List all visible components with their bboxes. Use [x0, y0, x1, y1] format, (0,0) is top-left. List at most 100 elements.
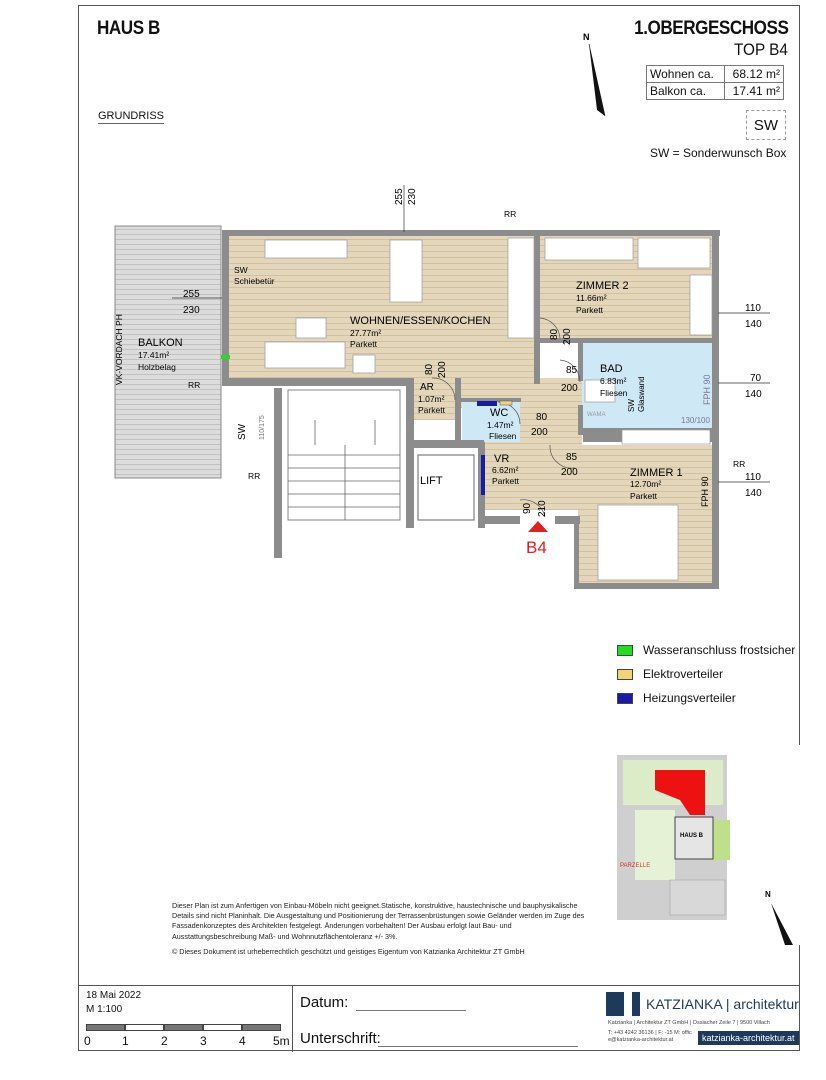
- svg-text:Glaswand: Glaswand: [637, 376, 646, 412]
- svg-text:Fliesen: Fliesen: [600, 388, 628, 398]
- legend-swatch: [617, 668, 633, 680]
- entry-label: B4: [526, 538, 547, 557]
- unit-title: TOP B4: [734, 40, 788, 59]
- svg-text:255: 255: [394, 188, 405, 205]
- svg-text:90: 90: [522, 502, 533, 514]
- dimension-lines: [172, 185, 770, 483]
- svg-text:FPH 90: FPH 90: [700, 476, 710, 507]
- room-name: ZIMMER 2: [576, 280, 629, 292]
- svg-text:Fliesen: Fliesen: [489, 431, 517, 441]
- signature-line[interactable]: [378, 1046, 578, 1047]
- svg-text:SW: SW: [234, 265, 248, 275]
- svg-text:85: 85: [566, 365, 578, 376]
- heating-distributor-marker: [477, 401, 497, 406]
- svg-text:11.66m²: 11.66m²: [576, 293, 607, 303]
- website-link[interactable]: katzianka-architektur.at: [698, 1031, 799, 1045]
- plan-type: GRUNDRISS: [98, 110, 165, 124]
- datum-label: Datum:: [300, 994, 349, 1011]
- svg-text:12.70m²: 12.70m²: [630, 479, 661, 489]
- legend-swatch: [617, 692, 633, 704]
- legend-item: Wasseranschluss frostsicher: [617, 643, 795, 657]
- svg-text:FPH 90: FPH 90: [702, 374, 712, 405]
- svg-text:RR: RR: [504, 209, 516, 219]
- svg-text:27.77m²: 27.77m²: [350, 328, 381, 338]
- room-vr: [485, 442, 580, 510]
- svg-text:6.62m²: 6.62m²: [492, 465, 519, 475]
- sw-box: SW: [746, 110, 786, 140]
- svg-text:RR: RR: [188, 380, 200, 390]
- legend-item: Heizungsverteiler: [617, 691, 736, 705]
- svg-text:PARZELLE: PARZELLE: [620, 863, 650, 869]
- electrical-distributor-marker: [499, 400, 513, 406]
- svg-text:RR: RR: [248, 471, 260, 481]
- svg-text:140: 140: [745, 389, 762, 400]
- svg-text:210: 210: [537, 500, 548, 517]
- building-title: HAUS B: [97, 18, 160, 39]
- room-name: VR: [494, 453, 509, 465]
- lift-shaft: [417, 454, 475, 521]
- svg-text:1.47m²: 1.47m²: [487, 420, 514, 430]
- furniture: [264, 237, 713, 581]
- svg-text:6.83m²: 6.83m²: [600, 376, 627, 386]
- datum-line[interactable]: [356, 1010, 466, 1011]
- balcony-area: [114, 225, 222, 479]
- svg-text:230: 230: [407, 188, 418, 205]
- svg-text:Parkett: Parkett: [350, 339, 378, 349]
- svg-text:SW: SW: [627, 399, 636, 412]
- legend-item: Elektroverteiler: [617, 667, 723, 681]
- svg-text:80: 80: [424, 363, 435, 375]
- room-name: BAD: [600, 363, 623, 375]
- svg-text:1.07m²: 1.07m²: [418, 394, 445, 404]
- svg-text:130/100: 130/100: [681, 416, 710, 425]
- floor-title: 1.OBERGESCHOSS: [633, 18, 789, 39]
- svg-text:N: N: [583, 32, 590, 42]
- area-row: Balkon ca.17.41 m²: [646, 82, 784, 100]
- room-name: BALKON: [138, 337, 183, 349]
- company-logo: [606, 992, 640, 1016]
- entry-arrow-icon: [528, 521, 548, 532]
- svg-text:WAMA: WAMA: [587, 412, 605, 418]
- walls: [222, 230, 720, 589]
- room-name: WC: [490, 407, 508, 419]
- svg-text:17.41m²: 17.41m²: [138, 350, 169, 360]
- svg-text:110: 110: [745, 303, 761, 314]
- legend-swatch: [617, 644, 633, 656]
- svg-text:Parkett: Parkett: [576, 305, 604, 315]
- divider: [292, 986, 293, 1052]
- room-name: LIFT: [420, 475, 443, 487]
- svg-text:80: 80: [549, 328, 560, 340]
- north-arrow-icon: N: [583, 32, 606, 117]
- svg-text:140: 140: [745, 319, 762, 330]
- svg-text:140: 140: [745, 488, 762, 499]
- footer: 18 Mai 2022 M 1:100 0 1 2 3 4 5m Datum: …: [78, 985, 800, 1052]
- svg-text:200: 200: [561, 383, 578, 394]
- site-map: HAUS B PARZELLE N: [615, 745, 800, 945]
- area-table: Wohnen ca.68.12 m² Balkon ca.17.41 m²: [646, 65, 784, 100]
- svg-text:110/175: 110/175: [259, 415, 266, 440]
- water-connection-marker: [221, 355, 230, 359]
- svg-text:VK-VORDACH PH: VK-VORDACH PH: [114, 314, 124, 385]
- room-name: WOHNEN/ESSEN/KOCHEN: [350, 315, 491, 327]
- svg-text:RR: RR: [733, 459, 745, 469]
- unit-highlight: [655, 770, 705, 815]
- svg-text:230: 230: [183, 305, 200, 316]
- svg-text:Holzbelag: Holzbelag: [138, 362, 176, 372]
- svg-text:85: 85: [566, 452, 578, 463]
- svg-text:200: 200: [437, 361, 448, 378]
- room-name: ZIMMER 1: [630, 467, 683, 479]
- svg-text:N: N: [765, 890, 771, 899]
- company-name: KATZIANKA | architektur: [646, 996, 799, 1012]
- staircase: [287, 389, 401, 521]
- svg-text:200: 200: [531, 427, 548, 438]
- svg-text:Schiebetür: Schiebetür: [234, 276, 275, 286]
- svg-text:110: 110: [745, 472, 761, 483]
- svg-text:HAUS B: HAUS B: [680, 833, 704, 839]
- svg-text:200: 200: [562, 328, 573, 345]
- svg-text:80: 80: [536, 412, 548, 423]
- page-frame: [78, 5, 800, 1051]
- svg-text:70: 70: [750, 373, 762, 384]
- svg-text:Parkett: Parkett: [630, 491, 658, 501]
- svg-text:255: 255: [183, 289, 200, 300]
- room-wc: [462, 400, 520, 442]
- sw-note: SW = Sonderwunsch Box: [650, 146, 787, 160]
